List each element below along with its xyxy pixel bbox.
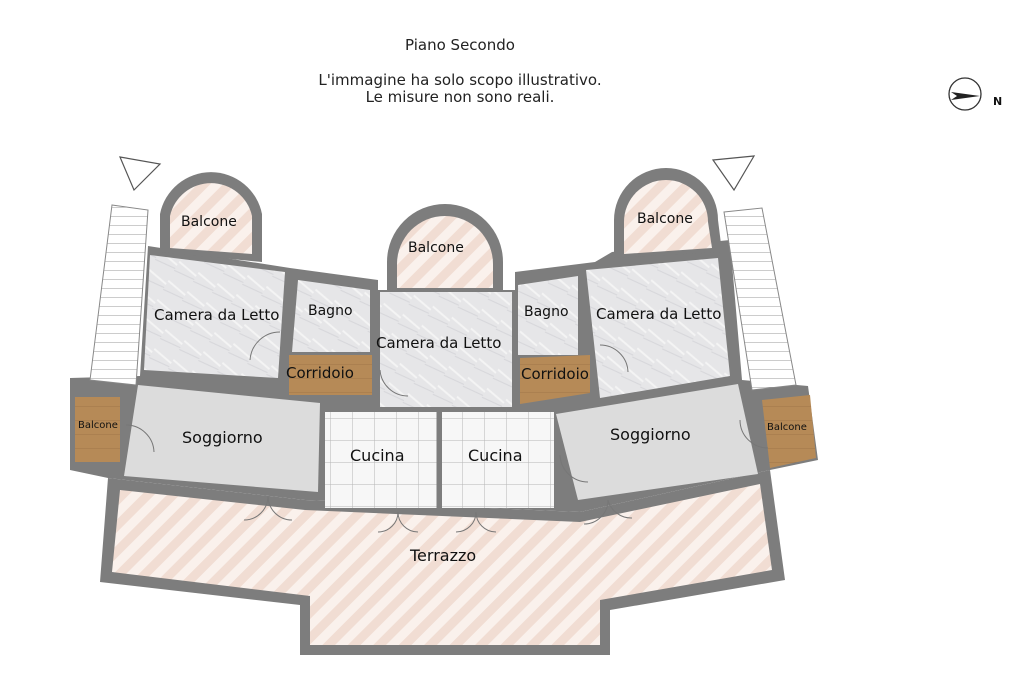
balcone-side-right-floor <box>762 395 816 468</box>
soggiorno-left-floor <box>124 385 320 492</box>
label-bagno-right: Bagno <box>524 304 569 320</box>
label-cucina-left: Cucina <box>350 446 405 465</box>
label-bagno-left: Bagno <box>308 303 353 319</box>
stairs-right <box>723 207 797 391</box>
soggiorno-right-floor <box>556 384 758 500</box>
label-balcone-side-left: Balcone <box>78 420 118 431</box>
disclaimer-line-1: L'immagine ha solo scopo illustrativo. <box>318 71 602 89</box>
camera-left-floor <box>144 255 285 378</box>
bagno-left-floor <box>292 280 370 352</box>
label-cucina-right: Cucina <box>468 446 523 465</box>
entrance-marker-left <box>119 156 162 192</box>
label-camera-center: Camera da Letto <box>376 334 501 352</box>
stairs-left <box>89 204 149 386</box>
compass-arrow-icon <box>951 92 980 100</box>
label-terrazzo: Terrazzo <box>409 546 476 565</box>
cucina-left-floor <box>325 412 437 508</box>
corridoio-left-floor <box>289 355 372 395</box>
balcone-top-left-floor <box>170 183 252 254</box>
label-balcone-top-left: Balcone <box>181 214 237 230</box>
bagno-right-floor <box>518 276 578 355</box>
label-camera-left: Camera da Letto <box>154 306 279 324</box>
camera-right-floor <box>586 258 730 398</box>
camera-center-floor <box>380 292 512 407</box>
label-soggiorno-right: Soggiorno <box>610 425 691 444</box>
label-corridoio-left: Corridoio <box>286 364 354 382</box>
doors <box>125 331 769 533</box>
disclaimer-line-2: Le misure non sono reali. <box>365 88 555 106</box>
balcone-top-right-floor <box>624 180 712 254</box>
terrazzo-floor <box>112 484 772 645</box>
label-balcone-top-right: Balcone <box>637 211 693 227</box>
label-corridoio-right: Corridoio <box>521 365 589 383</box>
floor-title: Piano Secondo <box>405 36 515 54</box>
label-balcone-side-right: Balcone <box>767 422 807 433</box>
balcone-top-center-floor <box>397 216 493 288</box>
corridoio-right-floor <box>520 355 590 404</box>
compass-label: N <box>993 95 1002 108</box>
label-balcone-top-center: Balcone <box>408 240 464 256</box>
compass: N <box>948 77 1002 111</box>
label-soggiorno-left: Soggiorno <box>182 428 263 447</box>
balcone-side-left-floor <box>75 397 120 462</box>
label-camera-right: Camera da Letto <box>596 305 721 323</box>
cucina-right-floor <box>442 412 554 508</box>
entrance-marker-right <box>711 155 756 192</box>
